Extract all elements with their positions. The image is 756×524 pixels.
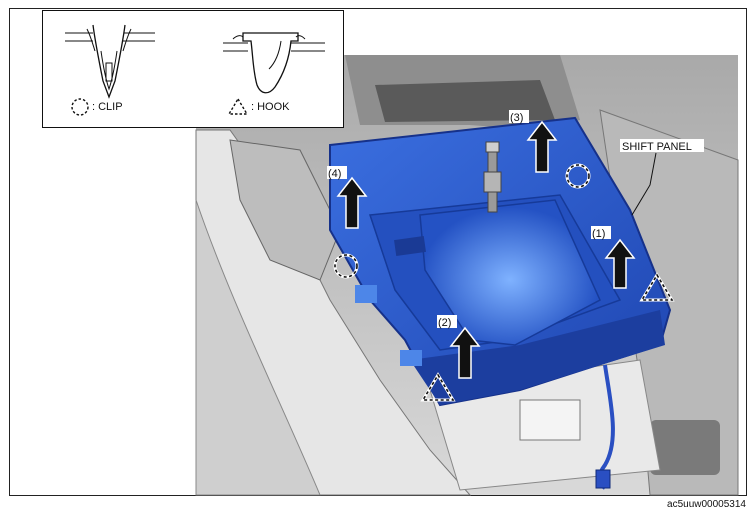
left-side-trim — [195, 199, 321, 496]
part-label-shift-panel: SHIFT PANEL — [622, 141, 692, 153]
step-label-4: (4) — [328, 168, 341, 180]
part-label-bg — [620, 139, 704, 152]
figure-id: ac5uuw00005314 — [667, 499, 746, 510]
indicator-slot — [394, 235, 426, 257]
hook-illustration — [223, 32, 325, 94]
wire-connector — [595, 469, 611, 489]
step-label-3-bg — [509, 110, 529, 123]
part-leader-line — [631, 152, 657, 216]
removal-arrow-2 — [449, 326, 481, 379]
lower-clip-block — [519, 399, 581, 441]
panel-left-tab — [355, 285, 377, 303]
step-label-3: (3) — [510, 112, 523, 124]
clip-marker-left-outline — [334, 254, 358, 278]
step-label-1: (1) — [592, 228, 605, 240]
panel-left-tab-lower — [400, 350, 422, 366]
legend-hook-label: : HOOK — [251, 101, 290, 113]
step-label-1-bg — [591, 226, 611, 239]
legend-hook-symbol — [227, 97, 249, 115]
clip-illustration — [65, 24, 155, 99]
removal-arrow-4 — [336, 176, 368, 229]
legend-clip-label: : CLIP — [92, 101, 123, 113]
removal-arrow-1 — [604, 238, 636, 289]
step-label-4-bg — [327, 166, 347, 179]
legend-box: : CLIP : HOOK — [42, 10, 344, 128]
shift-lever-collar — [483, 171, 502, 193]
legend-drawings — [65, 24, 325, 116]
panel-lower-lip — [410, 310, 665, 405]
shift-boot — [419, 199, 601, 346]
step-label-2-bg — [437, 315, 457, 328]
legend-clip-symbol — [71, 98, 89, 116]
clip-marker-right-outline — [566, 164, 590, 188]
hook-marker-right-outline — [640, 273, 674, 301]
left-inner-bracket — [229, 139, 341, 281]
right-bracket — [650, 420, 720, 475]
step-label-2: (2) — [438, 317, 451, 329]
shift-lever-tip — [485, 141, 500, 153]
removal-arrow-3 — [526, 120, 558, 173]
hook-marker-left-outline — [421, 373, 455, 401]
